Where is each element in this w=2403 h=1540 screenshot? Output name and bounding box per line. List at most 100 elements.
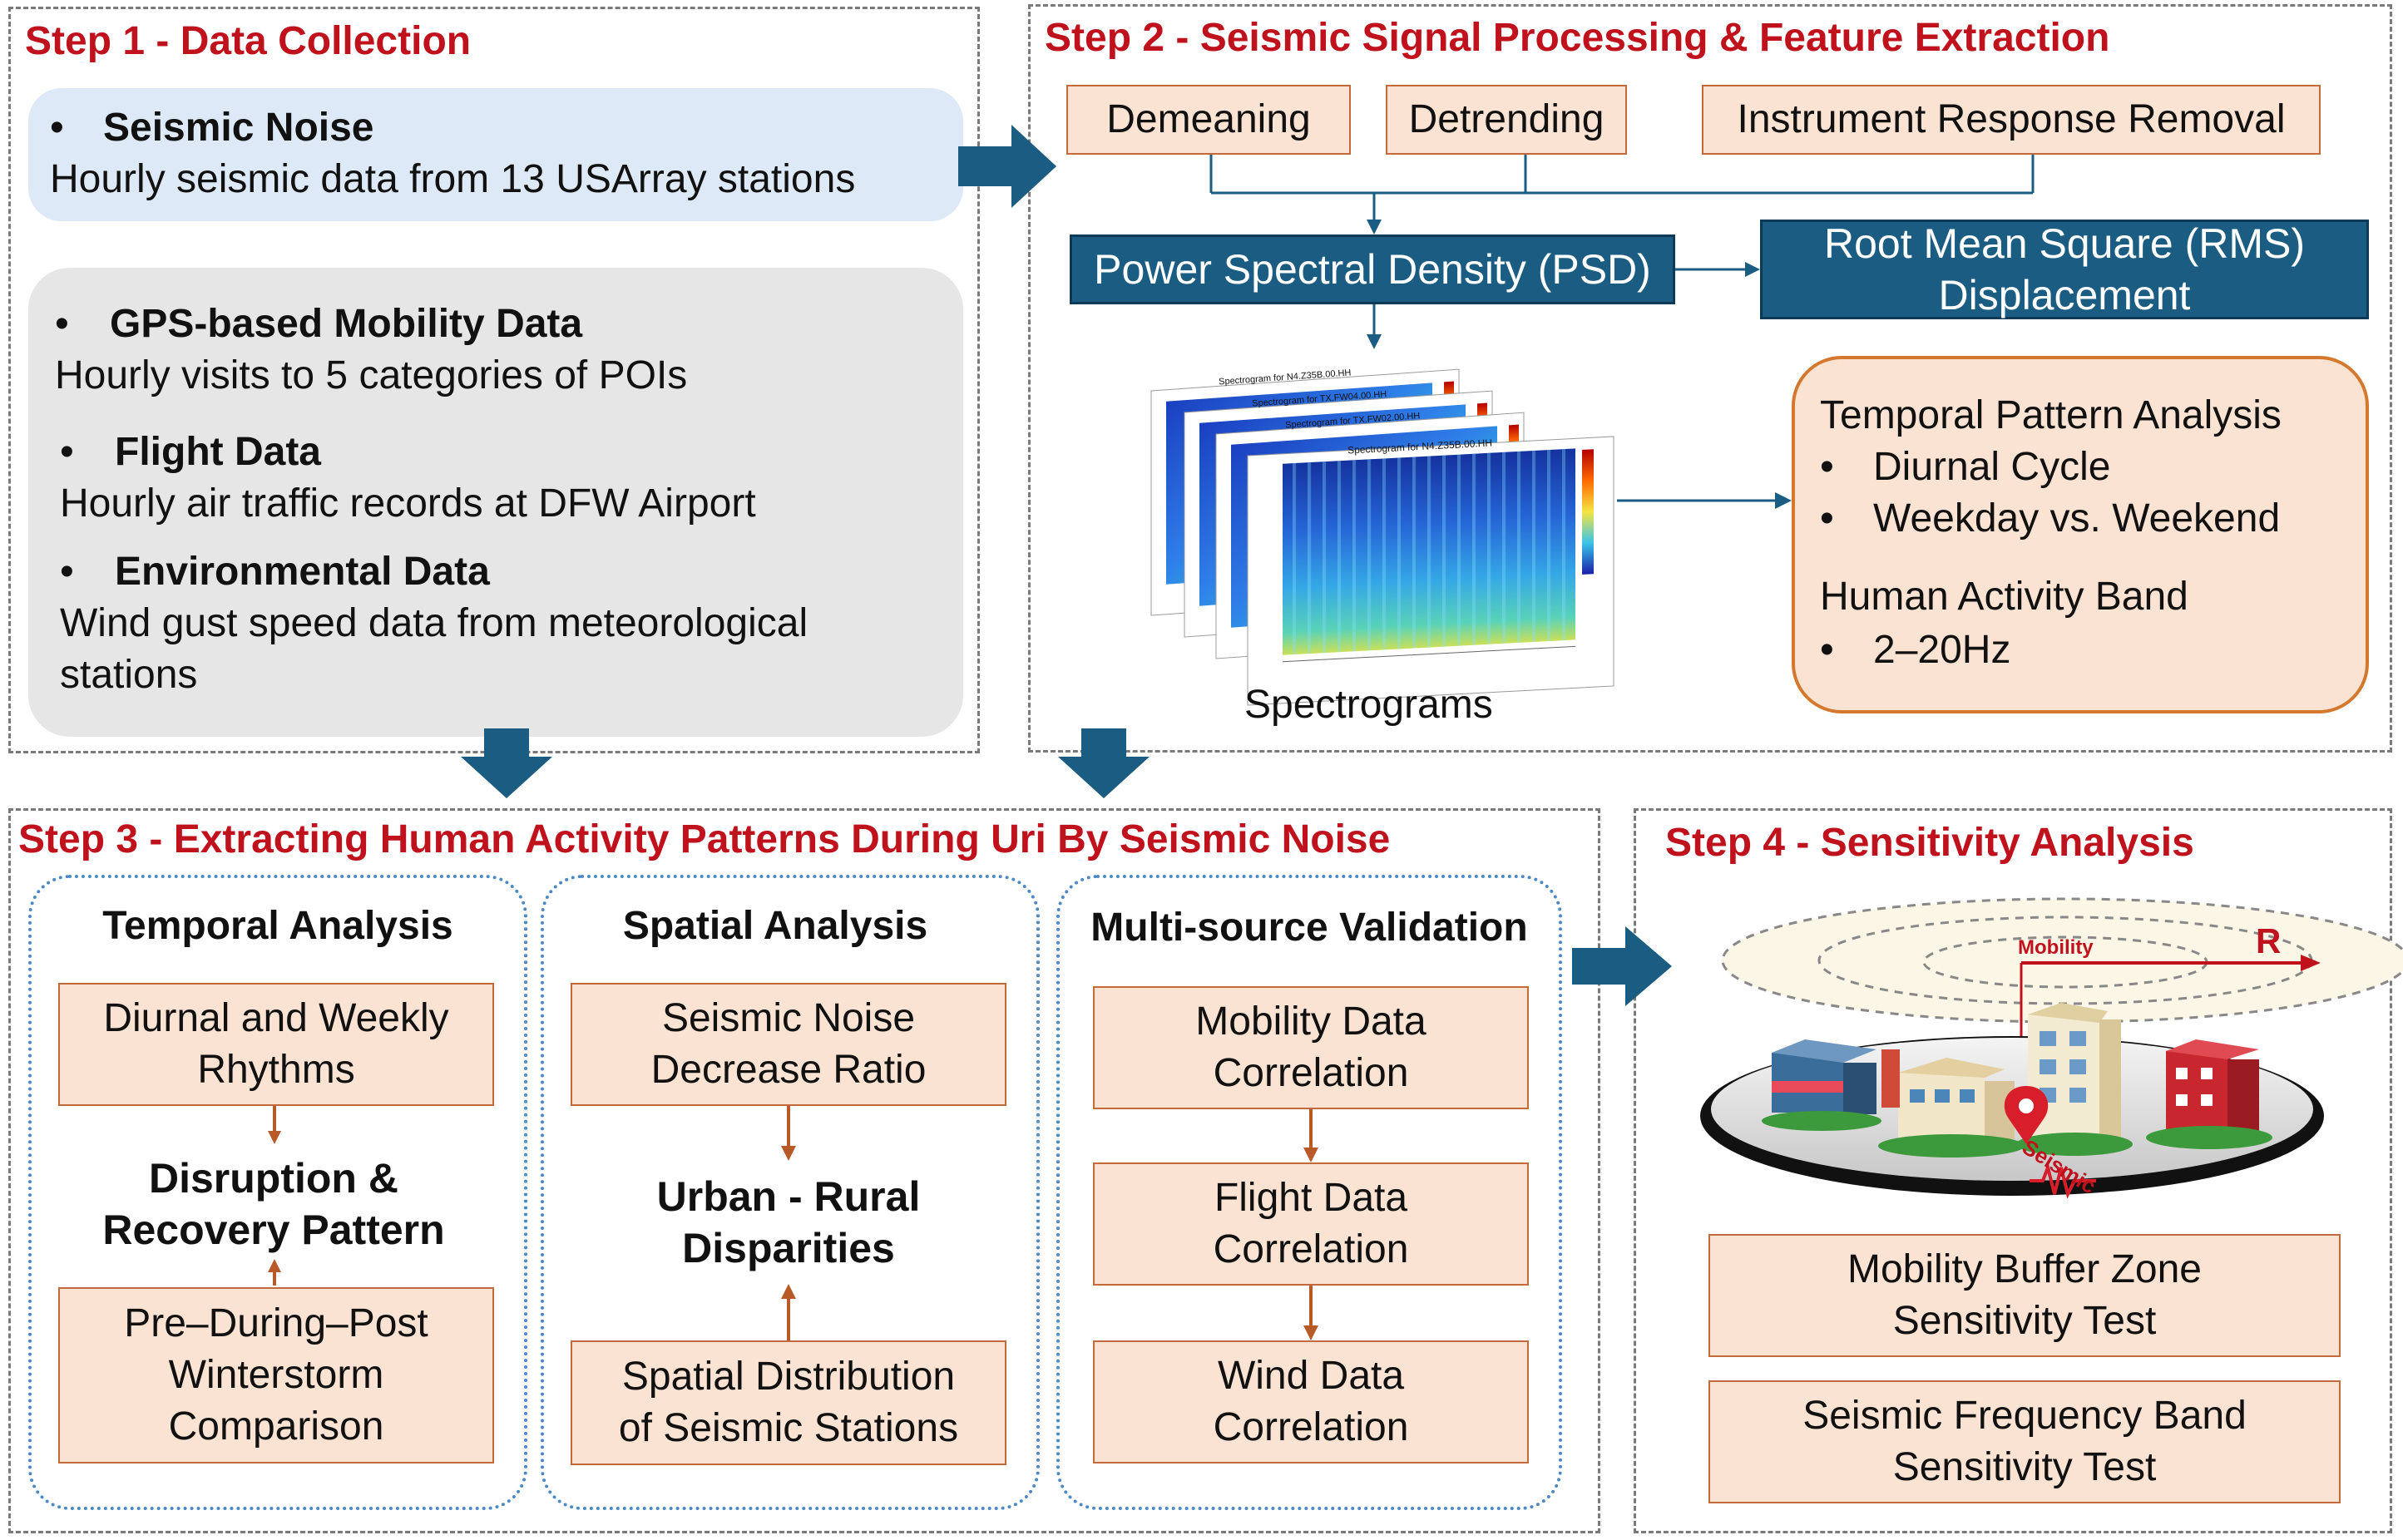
gps-desc: Hourly visits to 5 categories of POIs bbox=[55, 353, 688, 397]
diurnal-weekly-line2: Rhythms bbox=[197, 1048, 355, 1092]
frequency-band-test-box: Seismic Frequency Band Sensitivity Test bbox=[1708, 1380, 2341, 1503]
red-building bbox=[2146, 1039, 2272, 1149]
step3-to-step4-arrow bbox=[1572, 926, 1672, 1006]
step1-title: Step 1 - Data Collection bbox=[25, 19, 472, 63]
pre-during-post-line3: Comparison bbox=[168, 1404, 384, 1449]
env-bullet: • bbox=[60, 550, 74, 594]
instrument-response-box: Instrument Response Removal bbox=[1702, 85, 2321, 155]
location-pin-icon bbox=[2004, 1086, 2049, 1144]
preprocessing-connector bbox=[1209, 155, 2035, 225]
mobility-correlation-line1: Mobility Data bbox=[1195, 1000, 1426, 1044]
buffer-zone-test-box: Mobility Buffer Zone Sensitivity Test bbox=[1708, 1234, 2341, 1357]
band-value: 2–20Hz bbox=[1873, 628, 2011, 672]
band-bullet: • bbox=[1820, 628, 1834, 672]
decrease-ratio-box: Seismic Noise Decrease Ratio bbox=[571, 983, 1006, 1106]
rms-line2: Displacement bbox=[1938, 272, 2191, 318]
weekday-weekend: Weekday vs. Weekend bbox=[1873, 496, 2281, 540]
temporal-down-arrowhead bbox=[268, 1131, 281, 1144]
decrease-ratio-line1: Seismic Noise bbox=[661, 996, 916, 1040]
gps-bullet: • bbox=[55, 302, 69, 346]
seismic-noise-bullet: • bbox=[50, 106, 64, 150]
radius-arrowhead bbox=[2301, 955, 2321, 971]
diurnal-weekly-line1: Diurnal and Weekly bbox=[103, 996, 449, 1040]
temporal-analysis-panel bbox=[28, 875, 527, 1510]
psd-box: Power Spectral Density (PSD) bbox=[1070, 234, 1675, 304]
spatial-analysis-title: Spatial Analysis bbox=[622, 904, 928, 948]
spectrogram-sheet-4 bbox=[1247, 436, 1614, 706]
frequency-band-test-line2: Sensitivity Test bbox=[1892, 1445, 2157, 1489]
mobility-correlation-box: Mobility Data Correlation bbox=[1093, 986, 1529, 1109]
flight-correlation-box: Flight Data Correlation bbox=[1093, 1162, 1529, 1286]
spec-to-temporal-arrowhead bbox=[1775, 492, 1792, 509]
wind-correlation-line2: Correlation bbox=[1213, 1405, 1409, 1449]
spatial-distribution-line2: of Seismic Stations bbox=[618, 1406, 959, 1450]
flight-correlation-line2: Correlation bbox=[1213, 1227, 1409, 1271]
seismic-wave-icon bbox=[2030, 1162, 2096, 1199]
seismic-noise-box bbox=[28, 88, 963, 221]
step2-panel bbox=[1028, 4, 2392, 753]
weekday-bullet: • bbox=[1820, 496, 1834, 540]
diurnal-cycle: Diurnal Cycle bbox=[1873, 445, 2111, 489]
validation-title: Multi-source Validation bbox=[1090, 906, 1528, 950]
step2-to-step3-arrow bbox=[1058, 728, 1150, 798]
mobility-radius-label: Mobility bbox=[2018, 936, 2094, 959]
pre-during-post-box: Pre–During–Post Winterstorm Comparison bbox=[58, 1287, 494, 1463]
mobility-correlation-line2: Correlation bbox=[1213, 1051, 1409, 1095]
spatial-distribution-box: Spatial Distribution of Seismic Stations bbox=[571, 1340, 1006, 1465]
env-desc-line1: Wind gust speed data from meteorological bbox=[60, 601, 808, 645]
step3-title: Step 3 - Extracting Human Activity Patte… bbox=[18, 817, 1391, 861]
frequency-band-test-line1: Seismic Frequency Band bbox=[1802, 1394, 2247, 1438]
urban-rural-line2: Disparities bbox=[682, 1225, 895, 1271]
buffer-zone-test-line1: Mobility Buffer Zone bbox=[1847, 1247, 2202, 1291]
rms-line1: Root Mean Square (RMS) bbox=[1823, 220, 2305, 267]
temporal-pattern-box bbox=[1792, 356, 2369, 713]
temporal-pattern-title: Temporal Pattern Analysis bbox=[1820, 393, 2282, 437]
apartment-building bbox=[2016, 1003, 2133, 1156]
spatial-distribution-line1: Spatial Distribution bbox=[621, 1355, 956, 1399]
wind-correlation-line1: Wind Data bbox=[1217, 1354, 1405, 1398]
spectrograms-label: Spectrograms bbox=[1244, 683, 1493, 727]
radius-r-label: R bbox=[2256, 921, 2282, 960]
disruption-line2: Recovery Pattern bbox=[102, 1207, 445, 1253]
env-desc-line2: stations bbox=[60, 653, 198, 697]
decrease-ratio-line2: Decrease Ratio bbox=[650, 1048, 927, 1092]
seismic-noise-desc: Hourly seismic data from 13 USArray stat… bbox=[50, 157, 856, 201]
step4-title: Step 4 - Sensitivity Analysis bbox=[1665, 821, 2194, 865]
step1-to-step3-arrow bbox=[461, 728, 552, 798]
factory-building bbox=[1878, 1049, 2025, 1157]
spatial-down-arrowhead bbox=[781, 1146, 796, 1161]
disruption-recovery-pattern: Disruption & Recovery Pattern bbox=[28, 1153, 519, 1256]
buffer-zone-test-line2: Sensitivity Test bbox=[1892, 1299, 2157, 1343]
human-activity-band-title: Human Activity Band bbox=[1820, 575, 2188, 619]
temporal-up-arrowhead bbox=[268, 1259, 281, 1272]
psd-to-spec-arrowhead bbox=[1367, 334, 1382, 349]
spatial-analysis-panel bbox=[541, 875, 1040, 1510]
flight-desc: Hourly air traffic records at DFW Airpor… bbox=[60, 481, 756, 526]
gps-heading: GPS-based Mobility Data bbox=[110, 302, 583, 346]
diurnal-weekly-box: Diurnal and Weekly Rhythms bbox=[58, 983, 494, 1106]
step3-panel bbox=[8, 808, 1600, 1533]
psd-to-rms-arrowhead bbox=[1745, 262, 1760, 277]
shop-building bbox=[1762, 1039, 1881, 1131]
step4-panel bbox=[1634, 808, 2392, 1533]
seismic-noise-heading: Seismic Noise bbox=[103, 106, 374, 150]
diurnal-bullet: • bbox=[1820, 445, 1834, 489]
demeaning-box: Demeaning bbox=[1066, 85, 1351, 155]
detrending-box: Detrending bbox=[1386, 85, 1627, 155]
validation-down-arrowhead-2 bbox=[1303, 1325, 1318, 1340]
pre-during-post-line2: Winterstorm bbox=[168, 1353, 384, 1397]
step1-to-step2-arrow bbox=[958, 125, 1056, 208]
wind-correlation-box: Wind Data Correlation bbox=[1093, 1340, 1529, 1463]
flight-heading: Flight Data bbox=[115, 430, 321, 474]
spatial-up-arrowhead bbox=[781, 1284, 796, 1299]
auxiliary-data-box bbox=[28, 268, 963, 737]
urban-rural-disparities: Urban - Rural Disparities bbox=[541, 1171, 1036, 1274]
urban-rural-line1: Urban - Rural bbox=[656, 1173, 921, 1220]
rms-box: Root Mean Square (RMS) Displacement bbox=[1760, 220, 2369, 319]
flight-bullet: • bbox=[60, 430, 74, 474]
to-psd-arrowhead bbox=[1367, 220, 1382, 234]
validation-down-arrowhead-1 bbox=[1303, 1148, 1318, 1162]
